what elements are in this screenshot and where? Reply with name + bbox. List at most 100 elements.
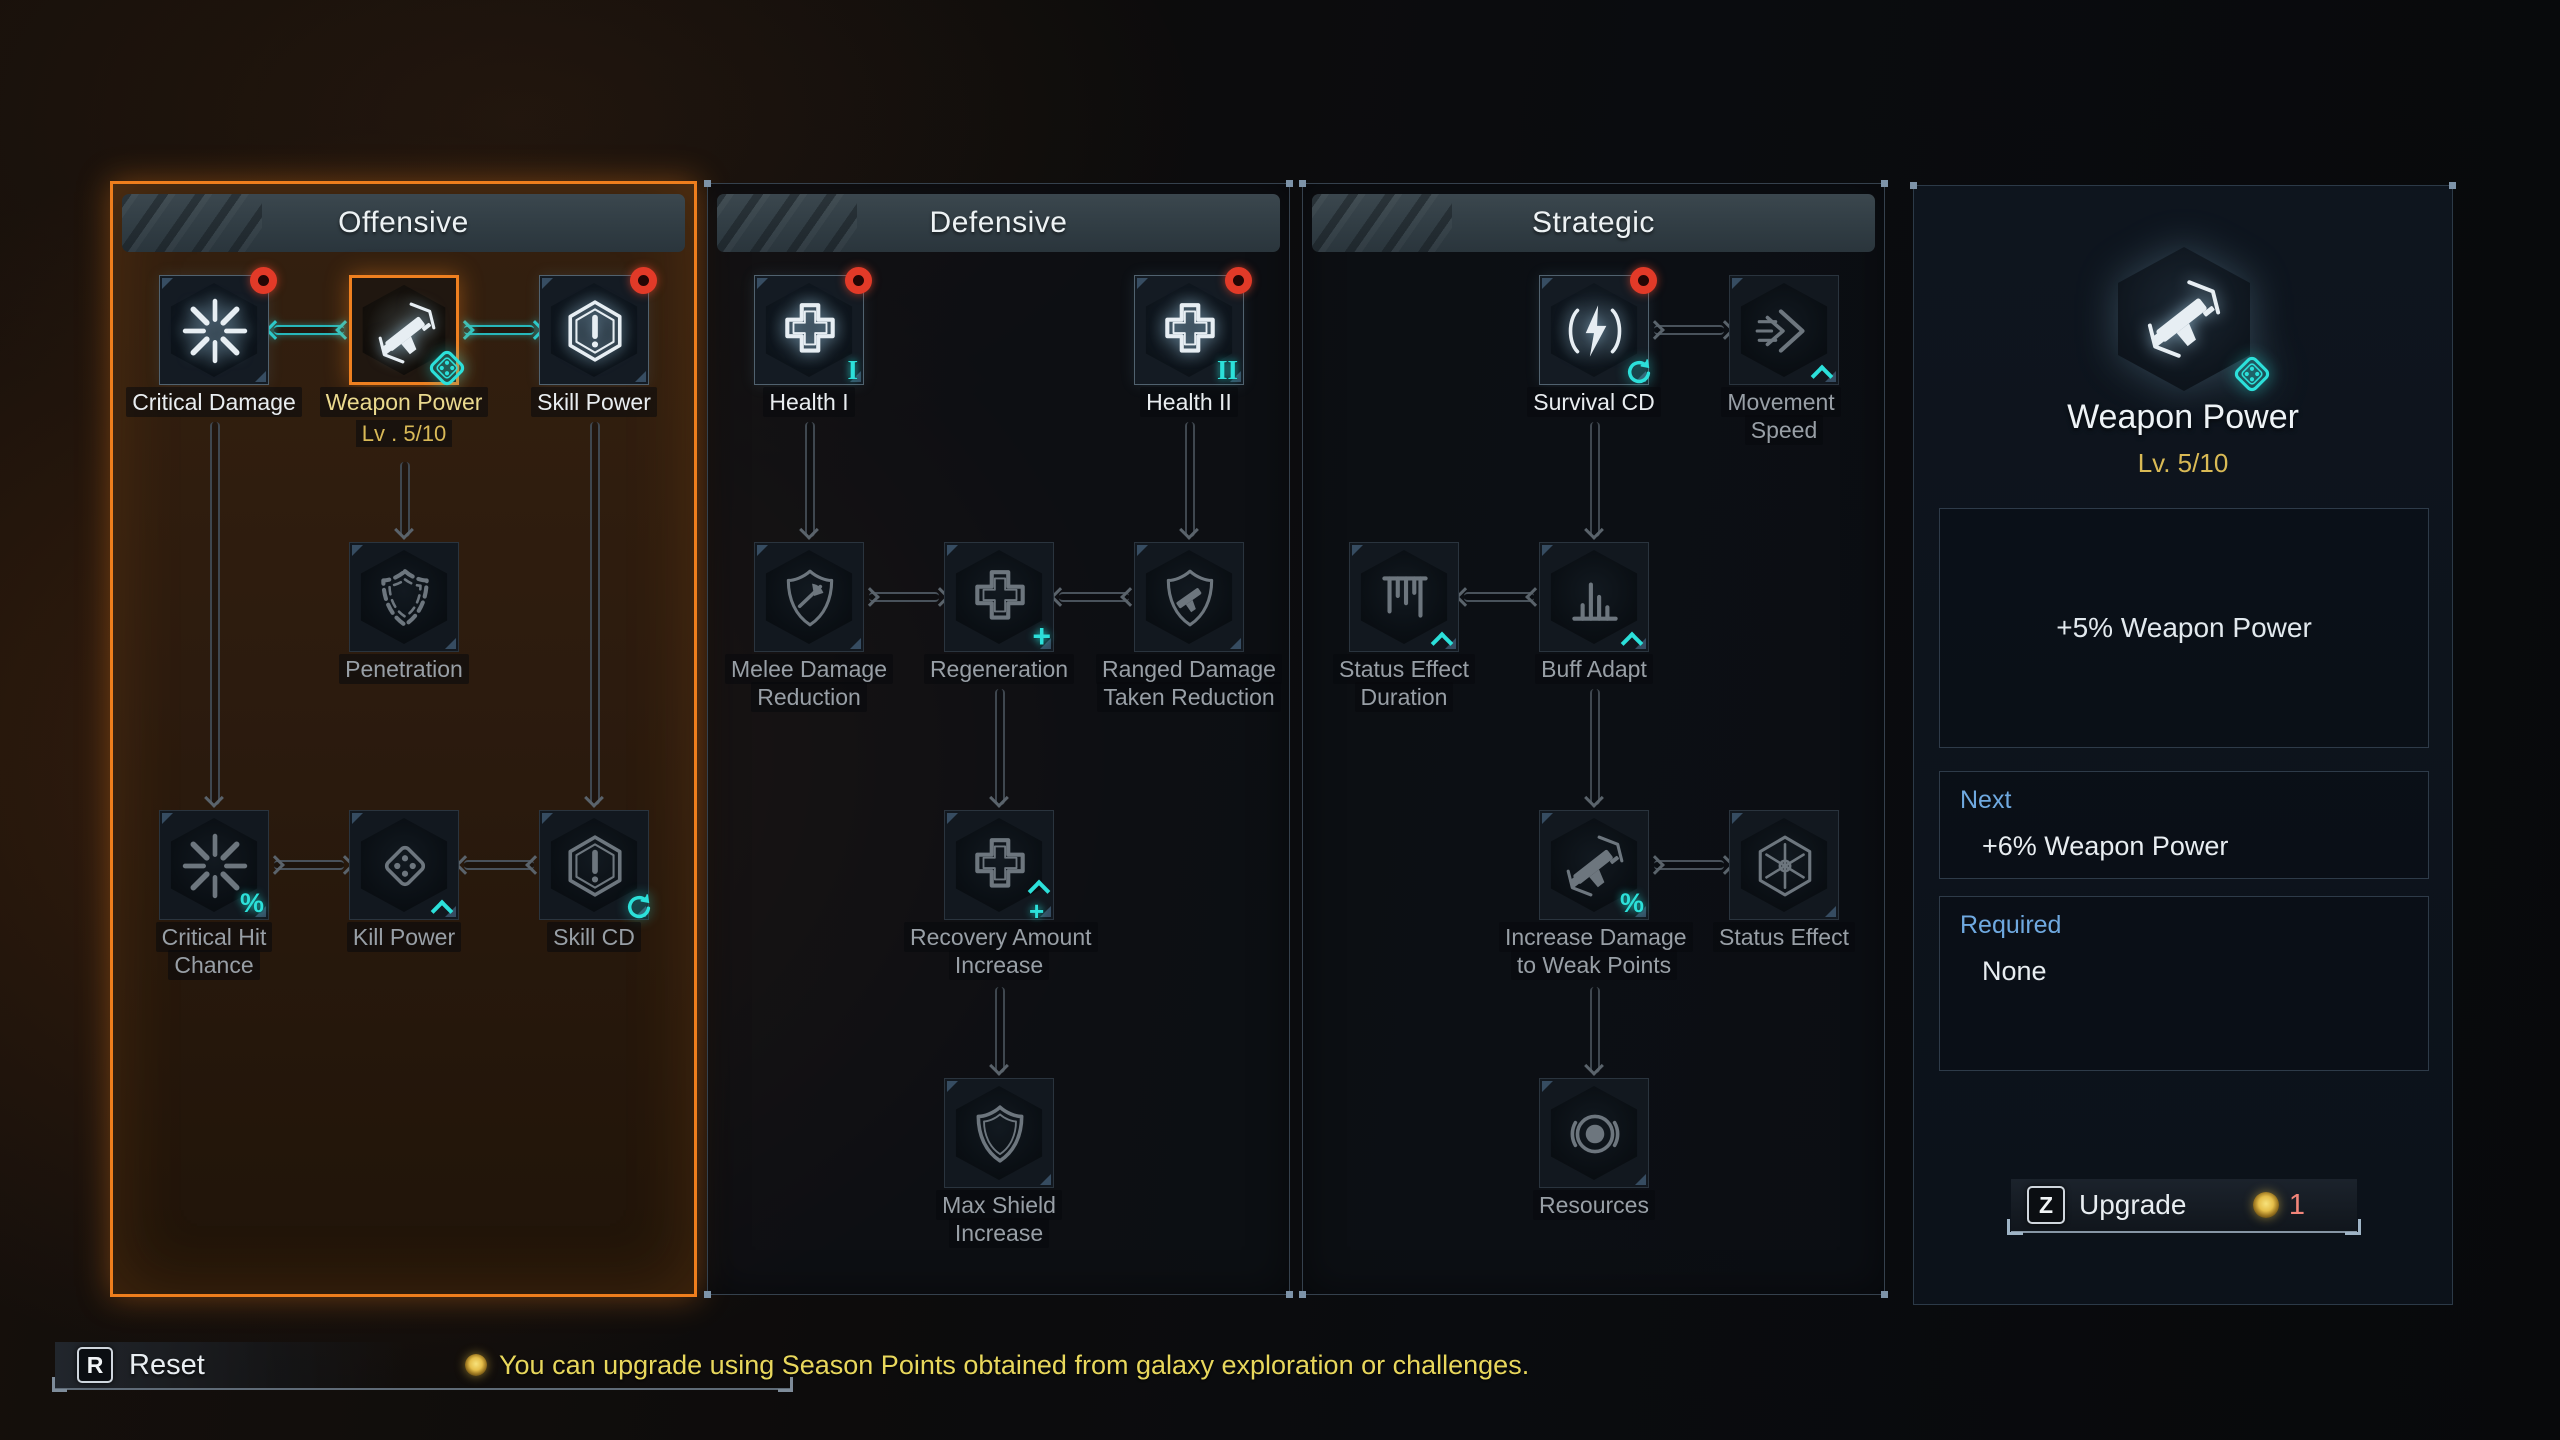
upgradable-alert-icon [845, 267, 872, 294]
selected-skill-title: Weapon Power [2067, 398, 2299, 436]
node-buff-adapt[interactable] [1539, 542, 1649, 655]
gun-icon [1562, 833, 1628, 899]
node-label-text: Ranged Damage Taken Reduction [1096, 654, 1282, 712]
node-label-text: Skill Power [531, 387, 657, 417]
panel-title-defensive: Defensive [717, 194, 1280, 252]
node-label-text: Increase Damage to Weak Points [1499, 922, 1693, 980]
node-label-critical-damage: Critical Damage [119, 387, 309, 417]
node-resources[interactable] [1539, 1078, 1649, 1188]
arrows-icon [1752, 298, 1818, 364]
link-arrow-icon [394, 520, 414, 540]
node-kill-power[interactable] [349, 810, 459, 923]
node-label-ranged-damage-taken-reduction: Ranged Damage Taken Reduction [1094, 654, 1284, 712]
corner-accent [1286, 1291, 1293, 1298]
bar-chart-icon [1562, 565, 1628, 631]
node-health-2[interactable]: II [1134, 267, 1252, 385]
node-movement-speed[interactable] [1729, 275, 1839, 388]
node-label-text: Regeneration [923, 654, 1075, 684]
node-weapon-power[interactable] [349, 275, 465, 386]
percent-badge-icon: % [1619, 888, 1644, 918]
chevron-up-badge-icon [430, 899, 454, 923]
link-line [210, 422, 220, 805]
link-arrow-icon [1179, 520, 1199, 540]
node-label-text: Recovery Amount Increase [904, 922, 1098, 980]
link-arrow-icon [1584, 520, 1604, 540]
node-label-text: Status Effect Duration [1333, 654, 1475, 712]
link-line [995, 689, 1005, 805]
next-value: +6% Weapon Power [1982, 831, 2229, 861]
node-label-movement-speed: Movement Speed [1689, 387, 1879, 445]
link-line [1590, 422, 1600, 537]
node-label-survival-cd: Survival CD [1499, 387, 1689, 417]
reset-button[interactable]: R Reset [52, 1342, 793, 1392]
link-line [1464, 592, 1534, 602]
node-label-status-effect: Status Effect [1689, 922, 1879, 952]
panel-title-offensive: Offensive [122, 194, 685, 252]
node-survival-cd[interactable] [1539, 267, 1657, 385]
required-value: None [1982, 956, 2047, 986]
upgradable-alert-icon [250, 267, 277, 294]
node-label-health-1: Health I [714, 387, 904, 417]
node-skill-power[interactable] [539, 267, 657, 385]
node-label-resources: Resources [1499, 1190, 1689, 1220]
node-level-text: Lv . 5/10 [355, 420, 453, 447]
next-label: Next [1960, 786, 2012, 814]
node-status-effect-duration[interactable] [1349, 542, 1459, 655]
hexagon-frame [360, 817, 448, 913]
node-label-text: Status Effect [1713, 922, 1855, 952]
mod-chip-badge-icon [424, 345, 470, 396]
node-penetration[interactable] [349, 542, 459, 652]
corner-accent [704, 1291, 711, 1298]
pinwheel-icon [1752, 833, 1818, 899]
chevron-up-badge-icon [1430, 631, 1454, 655]
upgrade-button[interactable]: Z Upgrade 1 [2007, 1179, 2361, 1235]
node-increase-damage-to-weak-points[interactable]: % [1539, 810, 1649, 920]
node-health-1[interactable]: I [754, 267, 872, 385]
node-label-text: Kill Power [346, 922, 462, 952]
link-line [1590, 987, 1600, 1073]
node-critical-hit-chance[interactable]: % [159, 810, 269, 920]
node-label-text: Skill CD [547, 922, 641, 952]
corner-accent [1881, 180, 1888, 187]
node-regeneration[interactable]: + [944, 542, 1054, 654]
node-critical-damage[interactable] [159, 267, 277, 385]
node-label-text: Max Shield Increase [936, 1190, 1062, 1248]
node-max-shield-increase[interactable] [944, 1078, 1054, 1188]
link-line [1654, 860, 1724, 870]
corner-accent [1881, 1291, 1888, 1298]
cross-icon [967, 833, 1033, 899]
link-arrow-icon [1584, 788, 1604, 808]
node-label-text: Survival CD [1527, 387, 1661, 417]
node-status-effect[interactable] [1729, 810, 1839, 920]
node-label-text: Critical Hit Chance [155, 922, 273, 980]
node-label-text: Movement Speed [1721, 387, 1841, 445]
node-melee-damage-reduction[interactable] [754, 542, 864, 652]
season-points-notice: You can upgrade using Season Points obta… [465, 1342, 1529, 1388]
hex-exclaim-icon [562, 833, 628, 899]
node-recovery-amount-increase[interactable]: + [944, 810, 1054, 926]
notice-text: You can upgrade using Season Points obta… [499, 1349, 1530, 1380]
node-label-regeneration: Regeneration [904, 654, 1094, 684]
tier-2-badge-icon: II [1216, 355, 1238, 385]
shield-broken-icon [372, 565, 438, 631]
mod-chip-icon [2229, 351, 2275, 402]
node-label-max-shield-increase: Max Shield Increase [904, 1190, 1094, 1248]
plus-badge-icon: + [1032, 618, 1051, 654]
gun-icon [2142, 277, 2226, 361]
hanging-bars-icon [1372, 565, 1438, 631]
lightning-icon [1562, 298, 1628, 364]
upgradable-alert-icon [630, 267, 657, 294]
link-line [400, 462, 410, 537]
node-label-text: Buff Adapt [1535, 654, 1653, 684]
circles-icon [1562, 1101, 1628, 1167]
cross-icon [967, 565, 1033, 631]
node-label-text: Weapon Power [319, 387, 489, 417]
next-box: Next +6% Weapon Power [1939, 771, 2429, 879]
refresh-badge-icon [624, 892, 654, 927]
node-ranged-damage-taken-reduction[interactable] [1134, 542, 1244, 652]
link-arrow-icon [989, 788, 1009, 808]
node-skill-cd[interactable] [539, 810, 651, 920]
link-line [274, 860, 344, 870]
